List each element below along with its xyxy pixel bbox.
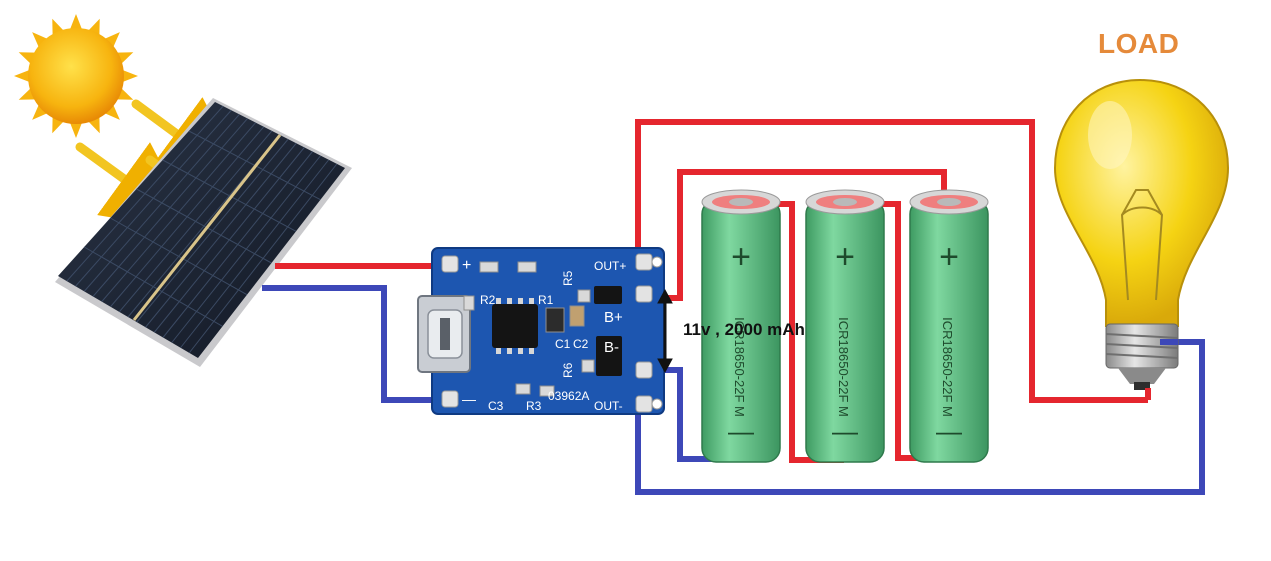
pcb-label-out-minus: OUT- (594, 399, 623, 413)
pcb-label-r6: R6 (561, 362, 575, 378)
battery-model-label: ICR18650-22F M (836, 317, 851, 417)
pcb-label-c1: C1 (555, 337, 571, 351)
battery-spec-label: 11v , 2000 mAh (683, 320, 805, 339)
battery-model-label: ICR18650-22F M (732, 317, 747, 417)
battery-minus-label: — (832, 416, 858, 446)
pcb-label-b-plus: B+ (604, 309, 623, 326)
battery-cell: + —ICR18650-22F M (805, 189, 885, 463)
ic-chip-small (596, 336, 622, 376)
pcb-label-c3: C3 (488, 399, 504, 413)
micro-usb-port (417, 295, 471, 373)
double-arrow-icon (657, 288, 673, 374)
pcb-label-in-minus: — (462, 391, 476, 407)
battery-cell: + —ICR18650-22F M (701, 189, 781, 463)
sun-icon (14, 14, 138, 138)
battery-plus-label: + (731, 238, 751, 276)
ic-chip-small (594, 286, 622, 304)
battery-cell: + —ICR18650-22F M (909, 189, 989, 463)
pcb-label-code: 03962A (548, 389, 589, 403)
pcb-label-r3: R3 (526, 399, 542, 413)
wire-panel-negative (262, 285, 450, 403)
solar-panel-icon (55, 98, 352, 367)
pcb-label-in-plus: + (462, 257, 471, 274)
battery-minus-label: — (936, 416, 962, 446)
load-label: LOAD (1098, 28, 1180, 59)
charger-module: OUT+ B+ B- OUT- + — R2 R1 R5 C1 C2 R6 C3… (417, 247, 665, 415)
battery-plus-label: + (835, 238, 855, 276)
ic-chip (492, 298, 538, 354)
pcb-label-b-minus: B- (604, 339, 619, 356)
light-bulb-icon (1053, 78, 1230, 390)
pcb-label-r5: R5 (561, 270, 575, 286)
pcb-label-r2: R2 (480, 293, 496, 307)
pcb-label-c2: C2 (573, 337, 589, 351)
wire-out-plus-to-load (635, 119, 1148, 403)
battery-minus-label: — (728, 416, 754, 446)
pcb-label-out-plus: OUT+ (594, 259, 626, 273)
battery-plus-label: + (939, 238, 959, 276)
pcb-label-r1: R1 (538, 293, 554, 307)
battery-model-label: ICR18650-22F M (940, 317, 955, 417)
